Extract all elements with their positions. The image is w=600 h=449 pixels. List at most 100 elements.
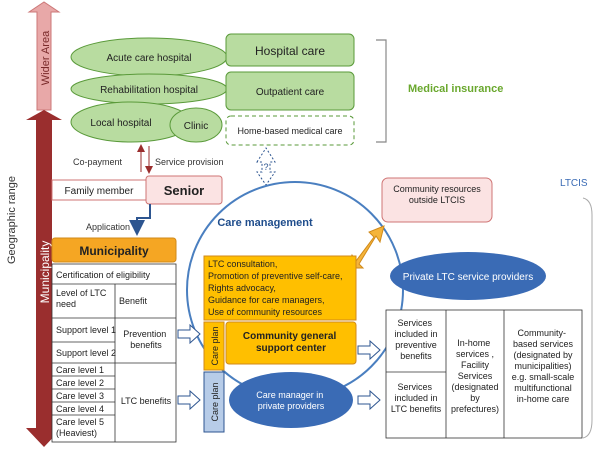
- private-providers-label: Private LTC service providers: [403, 272, 533, 283]
- center-to-services-arrow: [357, 339, 381, 361]
- consultation-line-4: Guidance for care managers,: [208, 295, 325, 305]
- services-community-based-text: Community-: [517, 328, 566, 338]
- services-in-home-text: In-home: [457, 338, 490, 348]
- municipality-band: [26, 110, 62, 447]
- ltcis-label: LTCIS: [560, 178, 588, 189]
- services-in-home-text-line-5: (designated: [451, 382, 498, 392]
- care-manager-text: Care manager in: [256, 390, 323, 400]
- care-manager-label: Care manager in private providers: [256, 390, 326, 411]
- rehabilitation-hospital-label: Rehabilitation hospital: [100, 85, 198, 96]
- support-center-box: [225, 321, 357, 365]
- uncertain-link-label: ?: [263, 162, 268, 172]
- services-in-home-text-line-4: Services: [458, 371, 493, 381]
- outpatient-care-box: [225, 71, 355, 111]
- benefit-header: Benefit: [119, 296, 148, 306]
- ltcis-bracket: [582, 197, 593, 439]
- level-header-text-line-2: need: [56, 299, 76, 309]
- application-arrow: [129, 204, 151, 236]
- care-level-3: Care level 3: [56, 391, 104, 401]
- senior-label: Senior: [164, 183, 204, 198]
- municipality-box: [51, 237, 177, 263]
- services-community-based-text-line-6: multifunctional: [514, 383, 572, 393]
- home-based-care-box: [225, 115, 355, 146]
- local-hospital-label: Local hospital: [90, 118, 151, 129]
- care-level-5-text: Care level 5: [56, 417, 104, 427]
- services-in-home-text-line-3: Facility: [461, 360, 490, 370]
- care-plan-support-box: [203, 321, 225, 371]
- services-preventive-text-line-2: included in: [394, 329, 437, 339]
- care-level-5: Care level 5 (Heaviest): [56, 417, 107, 438]
- application-label: Application: [86, 222, 130, 232]
- copayment-label: Co-payment: [73, 157, 123, 167]
- service-provision-label: Service provision: [155, 157, 224, 167]
- uncertain-link-arrow: ?: [256, 147, 276, 186]
- services-community-based-text-line-4: municipalities): [514, 361, 571, 371]
- care-management-label: Care management: [217, 217, 313, 229]
- care-manager-text-line-2: private providers: [258, 401, 325, 411]
- consultation-line-5: Use of community resources: [208, 307, 323, 317]
- support-center-name: Community general support center: [243, 331, 339, 354]
- prevention-benefits-text-line-2: benefits: [130, 340, 162, 350]
- services-table: [385, 309, 583, 439]
- services-ltc-text-line-3: LTC benefits: [391, 404, 442, 414]
- medical-insurance-label: Medical insurance: [408, 83, 503, 95]
- geographic-axis: Wider Area Municipality Geographic range: [6, 1, 62, 447]
- consultation-box: [203, 255, 357, 321]
- senior-box: [145, 175, 223, 205]
- consultation-line-1: LTC consultation,: [208, 259, 277, 269]
- ltc-to-plan-arrow: [177, 389, 201, 411]
- care-level-5-text-line-2: (Heaviest): [56, 428, 97, 438]
- care-level-4: Care level 4: [56, 404, 104, 414]
- care-manager-ellipse: [229, 372, 353, 428]
- certification-table: [51, 263, 177, 443]
- services-community-based-text-line-7: in-home care: [517, 394, 570, 404]
- services-preventive-text-line-3: preventive: [395, 340, 437, 350]
- level-header-text: Level of LTC: [56, 288, 107, 298]
- private-providers-ellipse: [390, 252, 546, 300]
- outpatient-care-label: Outpatient care: [256, 87, 325, 98]
- support-level-2: Support level 2: [56, 348, 116, 358]
- level-header: Level of LTC need: [56, 288, 109, 309]
- prevention-to-plan-arrow: [177, 323, 201, 345]
- prevention-benefits: Prevention benefits: [123, 329, 169, 350]
- manager-to-services-arrow: [357, 389, 381, 411]
- care-plan-private-label: Care plan: [210, 382, 220, 421]
- consultation-lines: LTC consultation, Promotion of preventiv…: [208, 259, 343, 317]
- municipality-label: Municipality: [38, 241, 52, 304]
- services-community-based-text-line-5: e.g. small-scale: [512, 372, 575, 382]
- prevention-benefits-text: Prevention: [123, 329, 166, 339]
- wider-area-label: Wider Area: [40, 30, 52, 85]
- community-resources-text-line-2: outside LTCIS: [409, 195, 465, 205]
- services-in-home-text-line-2: services ,: [456, 349, 494, 359]
- clinic-label: Clinic: [184, 121, 208, 132]
- ltc-benefits: LTC benefits: [121, 396, 172, 406]
- care-level-1: Care level 1: [56, 365, 104, 375]
- services-ltc-text-line-2: included in: [394, 393, 437, 403]
- home-based-care-label: Home-based medical care: [237, 126, 342, 136]
- services-preventive-text: Services: [397, 318, 432, 328]
- medical-insurance-bracket: [376, 39, 387, 143]
- services-ltc-text: Services: [397, 382, 432, 392]
- community-resources-box: [381, 177, 493, 223]
- services-in-home-text-line-7: prefectures): [451, 404, 499, 414]
- acute-care-hospital-label: Acute care hospital: [106, 53, 191, 64]
- consultation-line-3: Rights advocacy,: [208, 283, 276, 293]
- support-level-1: Support level 1: [56, 325, 116, 335]
- care-level-2: Care level 2: [56, 378, 104, 388]
- services-community-based-text-line-2: based services: [513, 339, 574, 349]
- hospital-care-label: Hospital care: [255, 44, 325, 58]
- support-center-name-text: Community general: [243, 331, 337, 342]
- hospital-care-box: [225, 33, 355, 67]
- certification-title: Certification of eligibility: [56, 270, 151, 280]
- consultation-line-2: Promotion of preventive self-care,: [208, 271, 343, 281]
- services-in-home-text-line-6: by: [470, 393, 480, 403]
- support-center-name-text-line-2: support center: [256, 343, 326, 354]
- care-plan-support-label: Care plan: [210, 326, 220, 365]
- services-community-based-text-line-3: (designated by: [513, 350, 573, 360]
- geographic-range-label: Geographic range: [6, 176, 18, 264]
